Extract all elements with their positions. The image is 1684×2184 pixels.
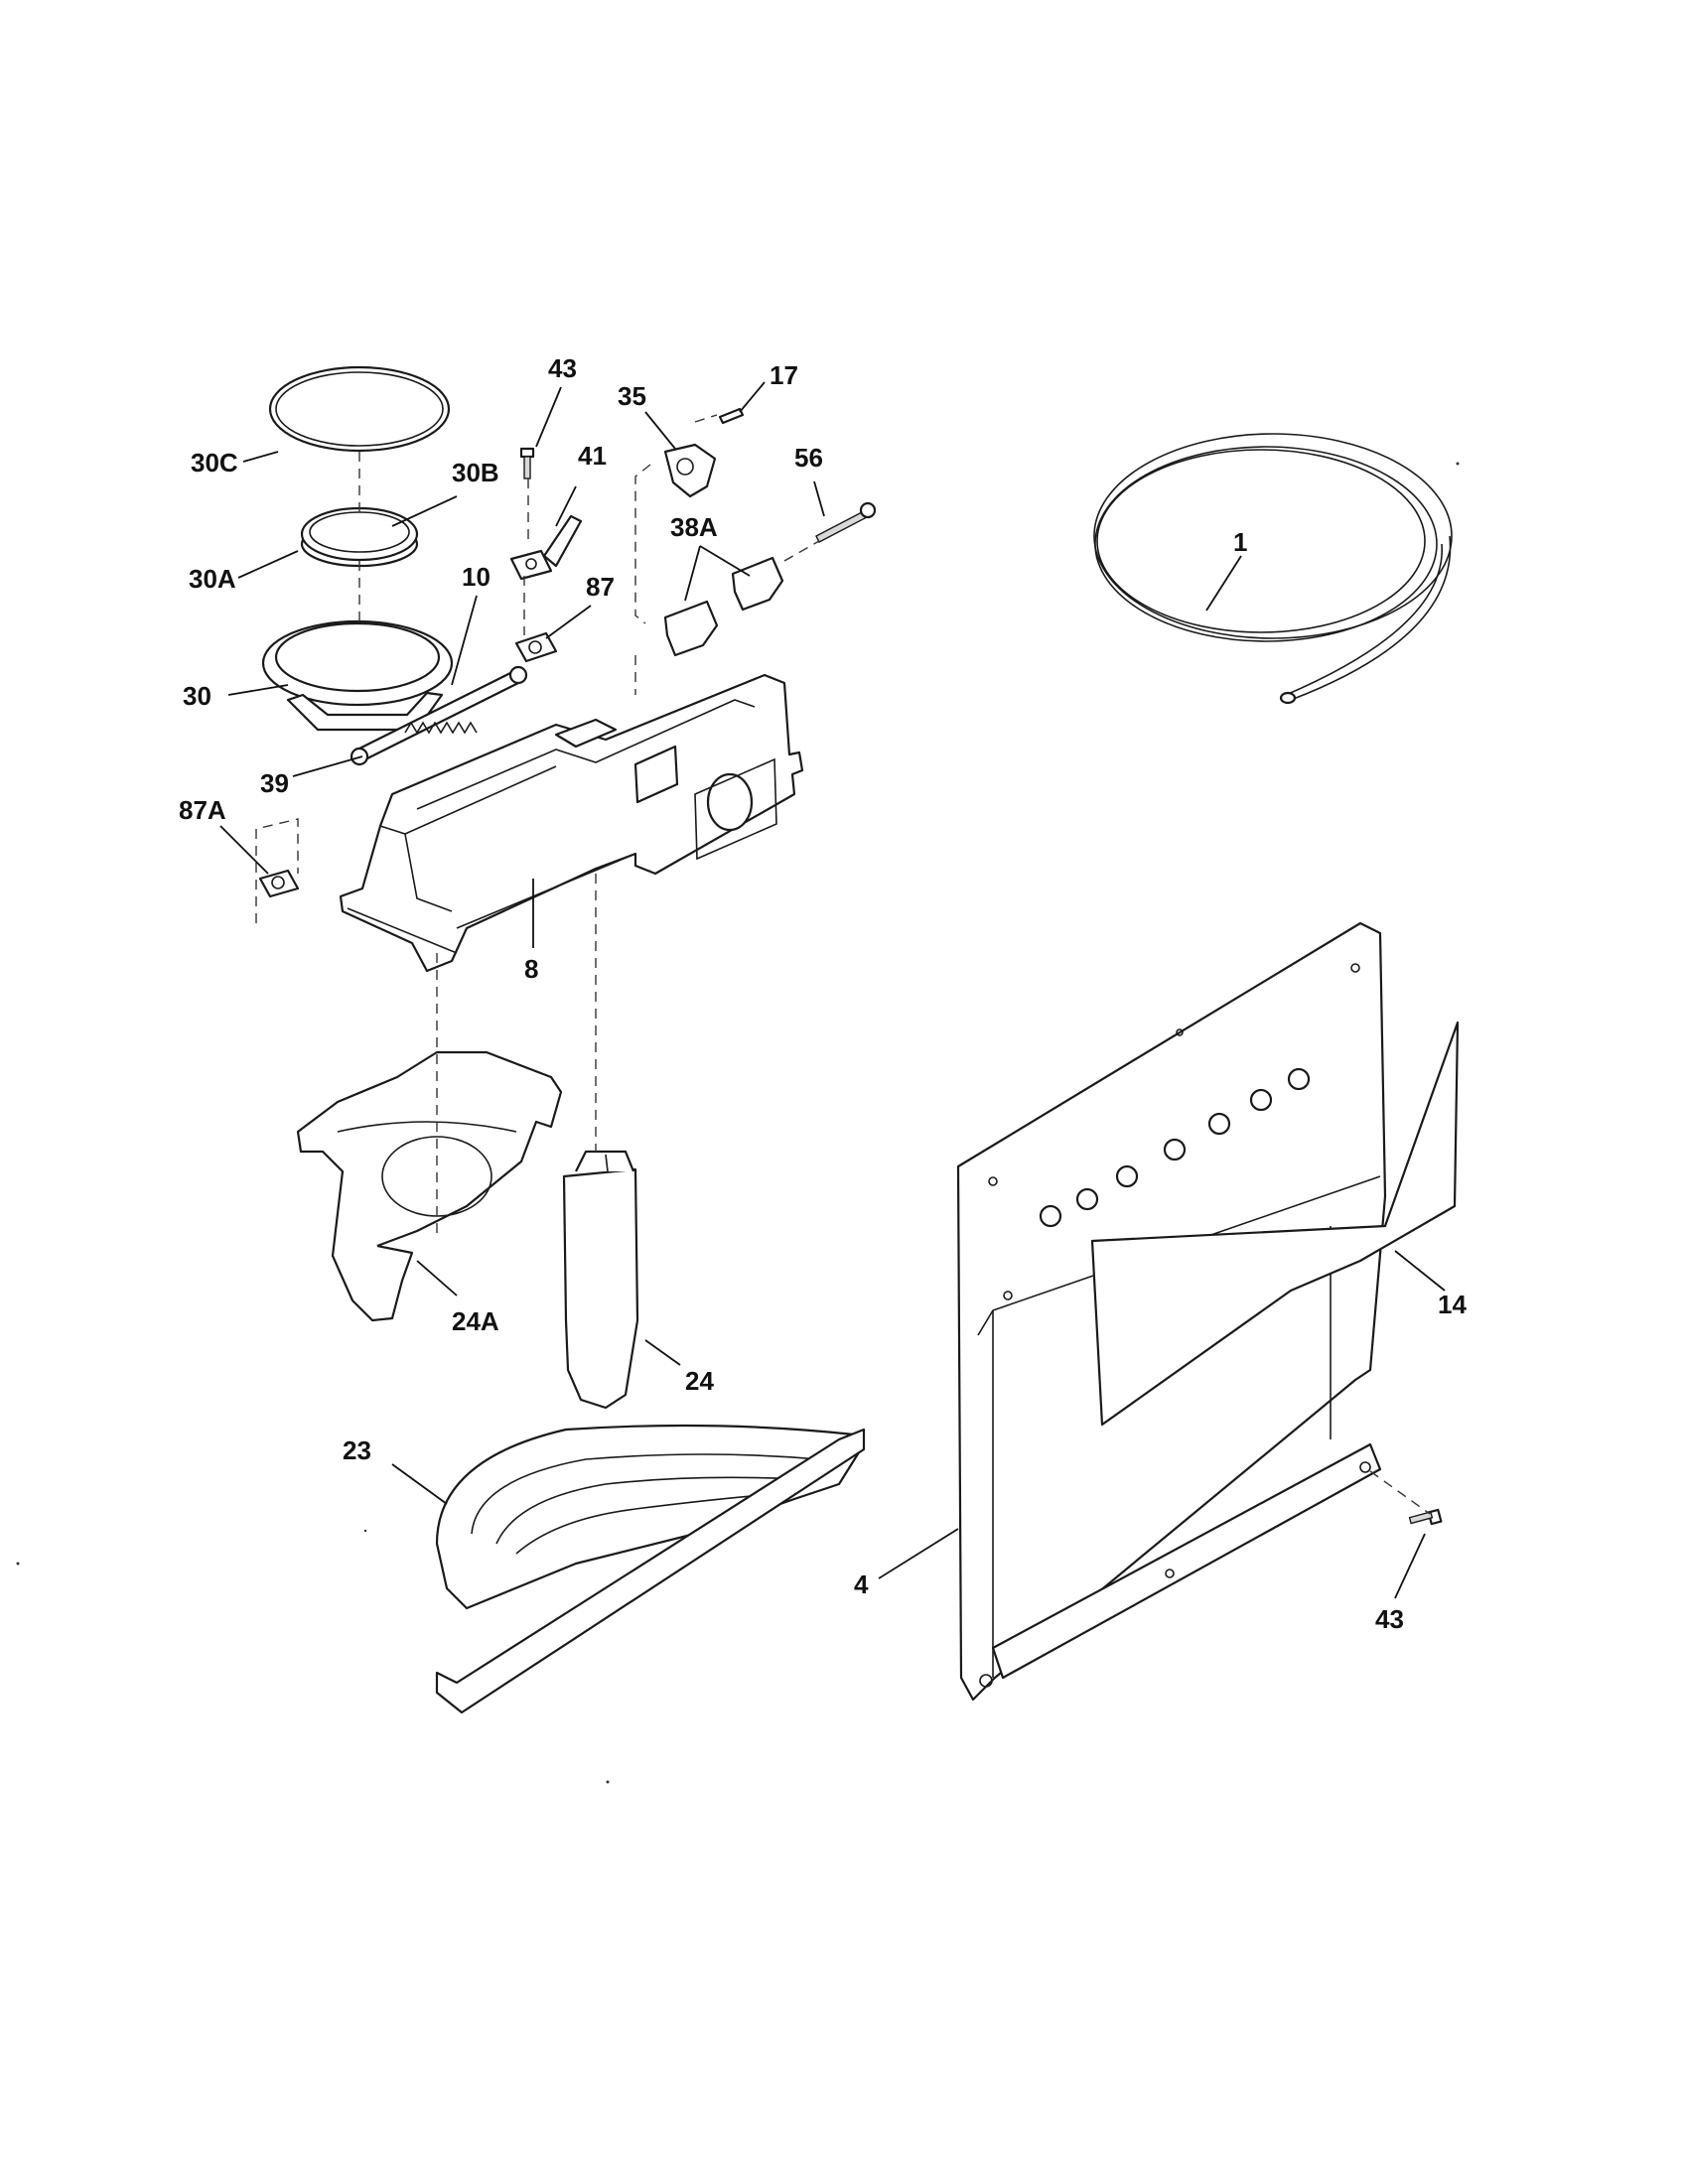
callout-35: 35: [618, 381, 646, 411]
part-30-chute-door: [261, 619, 454, 732]
part-30c-seal-ring: [268, 365, 451, 453]
callout-30a: 30A: [189, 564, 236, 594]
callout-30b: 30B: [452, 458, 499, 487]
callout-30: 30: [183, 681, 211, 711]
callout-39: 39: [260, 768, 289, 798]
callout-10: 10: [462, 562, 491, 592]
callout-24: 24: [685, 1366, 714, 1396]
part-30a-door-flap: [300, 506, 419, 568]
panel-buttons: [1039, 1067, 1311, 1228]
part-38a-guides: [663, 556, 784, 657]
scan-specks: [16, 462, 1460, 1784]
part-14-overlay: [1090, 1021, 1460, 1427]
part-24-water-chute: [562, 1150, 639, 1410]
assembly-dashed-lines: [255, 414, 1431, 1515]
callout-8: 8: [524, 954, 538, 984]
part-87a-pad: [258, 869, 300, 898]
part-41-bracket: [509, 514, 583, 581]
part-24a-ice-chute: [296, 1050, 563, 1322]
part-23-drip-tray: [435, 1424, 866, 1714]
part-56-long-screw: [815, 501, 877, 543]
part-43-screw-top: [519, 447, 535, 479]
callout-17: 17: [770, 360, 798, 390]
callout-56: 56: [794, 443, 823, 473]
callout-30c: 30C: [191, 448, 238, 478]
callout-1: 1: [1233, 527, 1247, 557]
part-8-dispenser-housing: [339, 673, 804, 973]
callout-labels: 30C 30B 30A 10 30 39 87A 43 41 87 35 17 …: [179, 353, 1467, 1634]
callout-41: 41: [578, 441, 607, 471]
part-35-actuator: [663, 443, 717, 498]
callout-23: 23: [343, 1435, 371, 1465]
part-43-screw-bottom: [1408, 1508, 1443, 1526]
callout-87: 87: [586, 572, 615, 602]
callout-38a: 38A: [670, 512, 718, 542]
callout-4: 4: [854, 1570, 869, 1599]
callout-24a: 24A: [452, 1306, 499, 1336]
part-17-pin: [718, 407, 745, 425]
part-10-spring: [404, 721, 478, 735]
callout-87a: 87A: [179, 795, 226, 825]
part-1-water-tube: [1093, 433, 1453, 705]
callout-14: 14: [1438, 1290, 1467, 1319]
leader-lines: [219, 381, 1446, 1599]
callout-43-bottom: 43: [1375, 1604, 1404, 1634]
callout-43-top: 43: [548, 353, 577, 383]
part-87-pad: [514, 631, 558, 663]
